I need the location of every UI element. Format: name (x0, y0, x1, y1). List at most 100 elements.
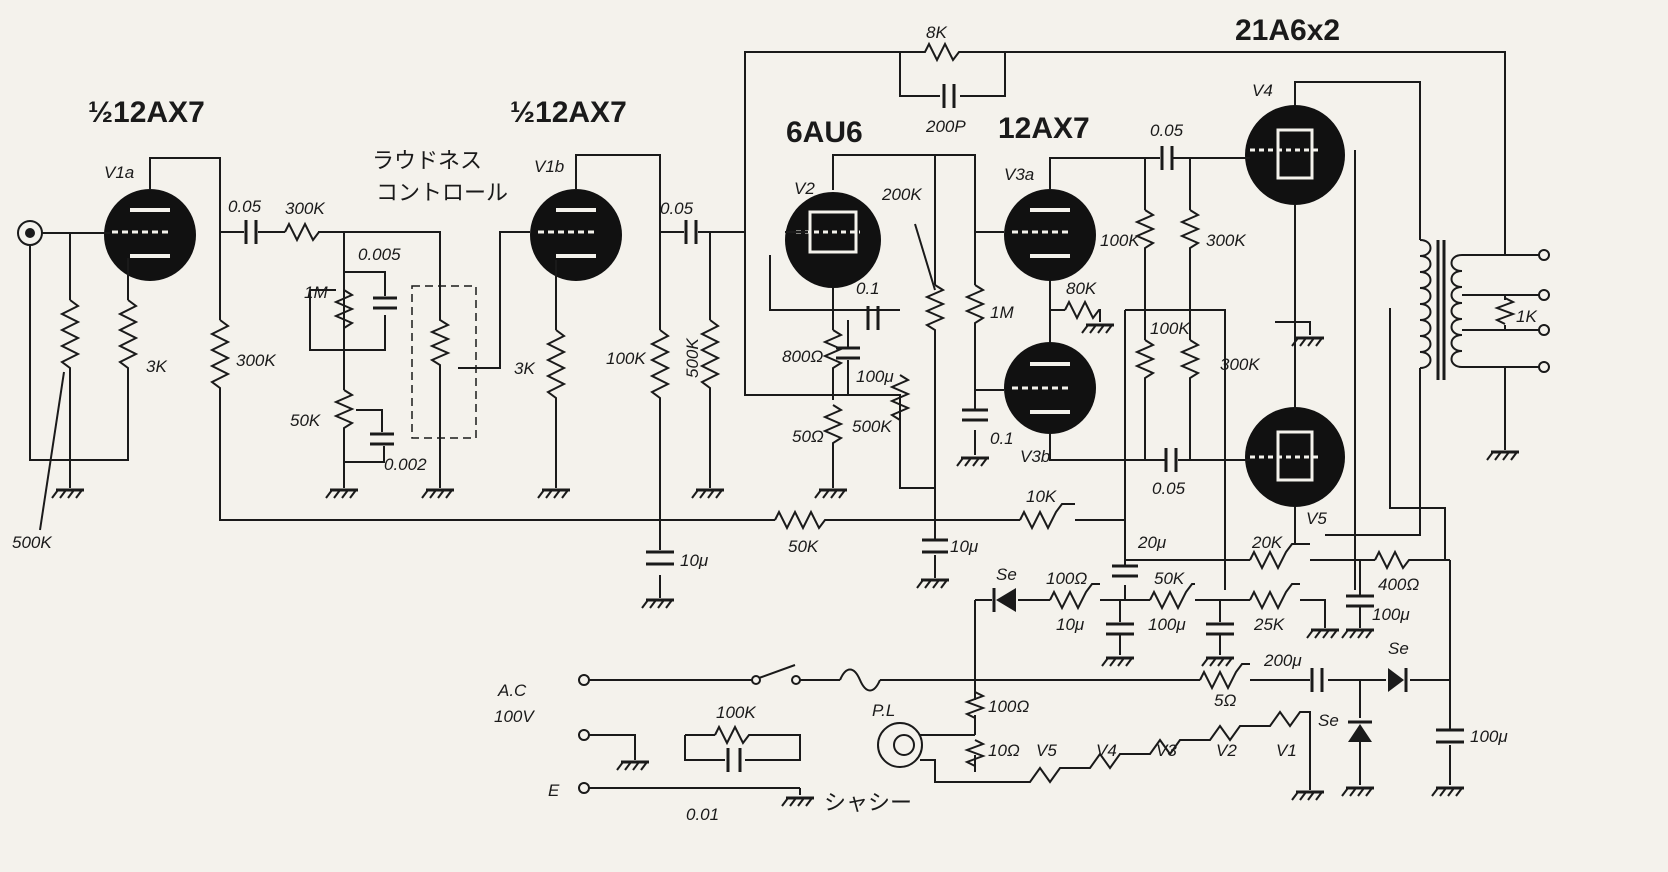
r-100k-e-label: 100K (716, 703, 756, 722)
v3a-label: V3a (1004, 165, 1034, 184)
r-8k-fb-label: 8K (926, 23, 947, 42)
resistor-20k (1249, 543, 1310, 571)
resistor-50k-loud (333, 389, 385, 463)
r-300k-v3a-label: 300K (1206, 231, 1246, 250)
tube-v2 (785, 192, 881, 288)
tube-v1b (530, 189, 622, 281)
r-100-ac-label: 100Ω (988, 697, 1029, 716)
c-0005-label: 0.005 (358, 245, 401, 264)
r-25k-ps-label: 25K (1253, 615, 1285, 634)
r-3k-v1-label: 3K (146, 357, 167, 376)
loudness-pot (429, 231, 530, 488)
resistor-100-ac (964, 691, 986, 719)
resistor-200k-v2 (924, 284, 946, 345)
r-80k-label: 80K (1066, 279, 1097, 298)
loudness-title-2: コントロール (376, 181, 508, 206)
v1b-type-title: ½12AX7 (510, 96, 627, 129)
resistor-500k-v2 (889, 374, 911, 430)
c-005-v3b-label: 0.05 (1152, 479, 1186, 498)
r-1k-out-label: 1K (1516, 307, 1537, 326)
c-10u-ps-label: 10μ (1056, 615, 1085, 634)
selenium-diode-1-icon (992, 588, 1016, 612)
r-10-ac-label: 10Ω (988, 741, 1020, 760)
tube-v1a (104, 189, 196, 281)
fuse-icon (839, 668, 881, 692)
c-005-v1-label: 0.05 (228, 197, 262, 216)
r-50k-loud-label: 50K (290, 411, 321, 430)
r-1m-loud-label: 1M (304, 283, 328, 302)
r-100-ps-label: 100Ω (1046, 569, 1087, 588)
heater-v3-label: V3 (1156, 741, 1177, 760)
heater-chain (1025, 710, 1311, 790)
r-500k-v2grid-label: 500K (683, 338, 702, 378)
v2-label: V2 (794, 179, 815, 198)
v1-type-title: ½12AX7 (88, 96, 205, 129)
c-005-v3a-label: 0.05 (1150, 121, 1184, 140)
resistor-1k-out (1494, 297, 1516, 325)
loudness-pot-box (411, 285, 477, 439)
heater-v4-label: V4 (1096, 741, 1117, 760)
resistor-50-v2 (822, 404, 844, 445)
resistor-10-ac (964, 739, 986, 767)
heater-v5-label: V5 (1036, 741, 1057, 760)
speaker-terminals[interactable] (1538, 249, 1550, 373)
v1b-label: V1b (534, 157, 564, 176)
r-10k-label: 10K (1026, 487, 1057, 506)
tube-v3a (1004, 189, 1096, 281)
v1a-label: V1a (104, 163, 134, 182)
r-1m-v3-label: 1M (990, 303, 1014, 322)
c-10u-2-label: 10μ (950, 537, 979, 556)
chassis-label: シャシー (824, 791, 912, 816)
c-01-v2-label: 0.1 (856, 279, 880, 298)
resistor-100-ps (1049, 583, 1100, 611)
tube-v5 (1245, 407, 1345, 507)
resistor-800-v2 (822, 329, 844, 370)
r-300k-v1-label: 300K (236, 351, 276, 370)
resistor-3k-v1b (545, 329, 567, 410)
c-10u-1-label: 10μ (680, 551, 709, 570)
r-100k-v3b-label: 100K (1150, 319, 1190, 338)
r-50-v2-label: 50Ω (792, 427, 824, 446)
resistor-100k-v3a (1134, 209, 1156, 340)
v2-type-title: 6AU6 (786, 116, 863, 149)
c-200u-ps-label: 200μ (1263, 651, 1302, 670)
input-jack-icon[interactable] (17, 220, 43, 246)
c-001-e-label: 0.01 (686, 805, 719, 824)
r-500k-in-label: 500K (12, 533, 52, 552)
r-5-ps-label: 5Ω (1214, 691, 1236, 710)
c-100u-ps2-label: 100μ (1372, 605, 1410, 624)
r-300k-v3b-label: 300K (1220, 355, 1260, 374)
r-400-label: 400Ω (1378, 575, 1419, 594)
r-300k-series-label: 300K (285, 199, 325, 218)
c-005-v1b-label: 0.05 (660, 199, 694, 218)
resistor-8k-fb (900, 41, 1005, 63)
v3b-label: V3b (1020, 447, 1050, 466)
c-100u-ps-label: 100μ (1148, 615, 1186, 634)
resistor-1m-loud (333, 289, 355, 330)
r-500k-v2-label: 500K (852, 417, 892, 436)
resistor-100k-v1b (649, 329, 671, 400)
c-0002-label: 0.002 (384, 455, 427, 474)
c-100u-ps3-label: 100μ (1470, 727, 1508, 746)
v4-label: V4 (1252, 81, 1273, 100)
resistor-10k (1019, 503, 1075, 531)
resistor-25k-ps (1249, 583, 1300, 611)
resistor-100k-e (714, 724, 755, 746)
c-20u-label: 20μ (1137, 533, 1167, 552)
selenium-diode-2-icon (1388, 668, 1408, 692)
c-200p-fb-label: 200P (925, 117, 966, 136)
resistor-100k-v3b (1134, 339, 1156, 420)
loudness-title-1: ラウドネス (372, 149, 482, 174)
heater-v2-label: V2 (1216, 741, 1237, 760)
pilot-lamp-label: P.L (872, 701, 895, 720)
selenium-diode-3-icon (1348, 720, 1372, 742)
v5-label: V5 (1306, 509, 1327, 528)
output-transformer (1325, 239, 1463, 560)
resistor-300k-v1 (209, 319, 231, 400)
ac-terminals[interactable] (578, 674, 590, 794)
output-type-title: 21A6x2 (1235, 14, 1340, 47)
tube-v4 (1245, 105, 1345, 205)
resistor-300k-v3b (1179, 339, 1201, 420)
power-switch-icon[interactable] (751, 664, 801, 685)
